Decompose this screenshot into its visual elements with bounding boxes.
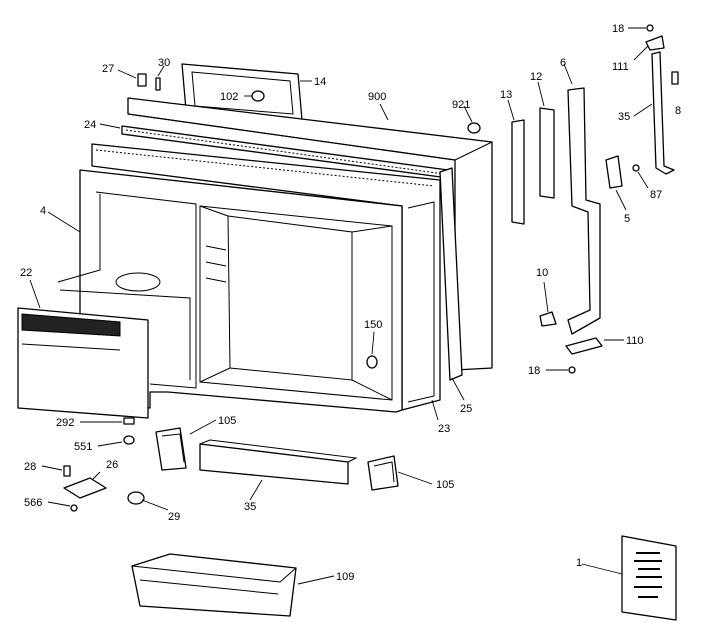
callout-label: 900	[368, 91, 386, 103]
callout-label: 105	[218, 415, 236, 427]
leader-lines	[29, 27, 653, 585]
callout-label: 566	[24, 497, 42, 509]
part-5-hinge	[605, 155, 623, 189]
callout-label: 10	[536, 267, 548, 279]
part-22-grille-panel	[17, 307, 149, 419]
callout-label: 13	[500, 89, 512, 101]
callout-label: 24	[84, 119, 96, 131]
callout-label: 1	[576, 557, 582, 569]
callout-label: 35	[618, 111, 630, 123]
callout-label: 109	[336, 571, 354, 583]
part-566-screw	[70, 504, 78, 512]
callout-label: 30	[158, 57, 170, 69]
callout-labels: 18 111 35 8 27 30 14 102 900 921 13 12 6…	[20, 23, 681, 583]
part-110-hinge-plate	[565, 337, 603, 355]
part-28-pin	[63, 465, 71, 477]
callout-label: 27	[102, 63, 114, 75]
callout-label: 921	[452, 99, 470, 111]
callout-label: 12	[530, 71, 542, 83]
callout-label: 111	[612, 61, 629, 73]
part-25-side-trim	[439, 167, 463, 381]
part-105-support-left	[155, 427, 187, 471]
part-12-rail	[539, 107, 555, 199]
part-8-pin	[671, 71, 679, 85]
part-29-grommet	[127, 491, 145, 505]
part-26-bracket	[63, 477, 107, 499]
callout-label: 22	[20, 267, 32, 279]
callout-label: 6	[560, 57, 566, 69]
part-18-screw-lower	[568, 366, 576, 374]
callout-label: 26	[106, 459, 118, 471]
part-105-support-right	[367, 455, 399, 491]
part-35-shelf-frame	[199, 439, 358, 485]
callout-label: 110	[626, 335, 644, 347]
part-551-screw	[123, 435, 135, 445]
callout-label: 105	[436, 479, 454, 491]
part-102-heater	[251, 90, 265, 102]
callout-label: 150	[364, 319, 382, 331]
part-87-screw	[632, 164, 640, 172]
callout-label: 87	[650, 189, 662, 201]
part-10-bracket	[539, 311, 557, 327]
callout-label: 18	[612, 23, 624, 35]
callout-label: 14	[314, 76, 326, 88]
callout-label: 23	[438, 423, 450, 435]
callout-label: 29	[168, 511, 180, 523]
callout-label: 25	[460, 403, 472, 415]
part-111-hinge-cap	[645, 35, 665, 51]
callout-label: 551	[74, 441, 92, 453]
part-109-drawer	[131, 553, 297, 617]
part-35-hinge-bar	[651, 51, 675, 175]
part-4-liner	[57, 169, 403, 413]
callout-label: 4	[40, 205, 46, 217]
callout-label: 102	[220, 91, 238, 103]
part-150-sensor	[366, 355, 378, 369]
callout-label: 8	[675, 105, 681, 117]
part-27-screw	[137, 73, 147, 87]
callout-label: 18	[528, 365, 540, 377]
callout-label: 35	[244, 501, 256, 513]
part-30-screw	[155, 77, 161, 91]
callout-label: 292	[56, 417, 74, 429]
part-921-plug	[467, 122, 481, 134]
part-18-screw-top	[646, 24, 654, 32]
part-13-rail	[511, 119, 525, 225]
part-6-door-stop	[567, 87, 601, 335]
callout-label: 28	[24, 461, 36, 473]
part-1-instruction-card	[621, 535, 677, 621]
callout-label: 5	[624, 213, 630, 225]
part-292-clip	[123, 417, 135, 425]
